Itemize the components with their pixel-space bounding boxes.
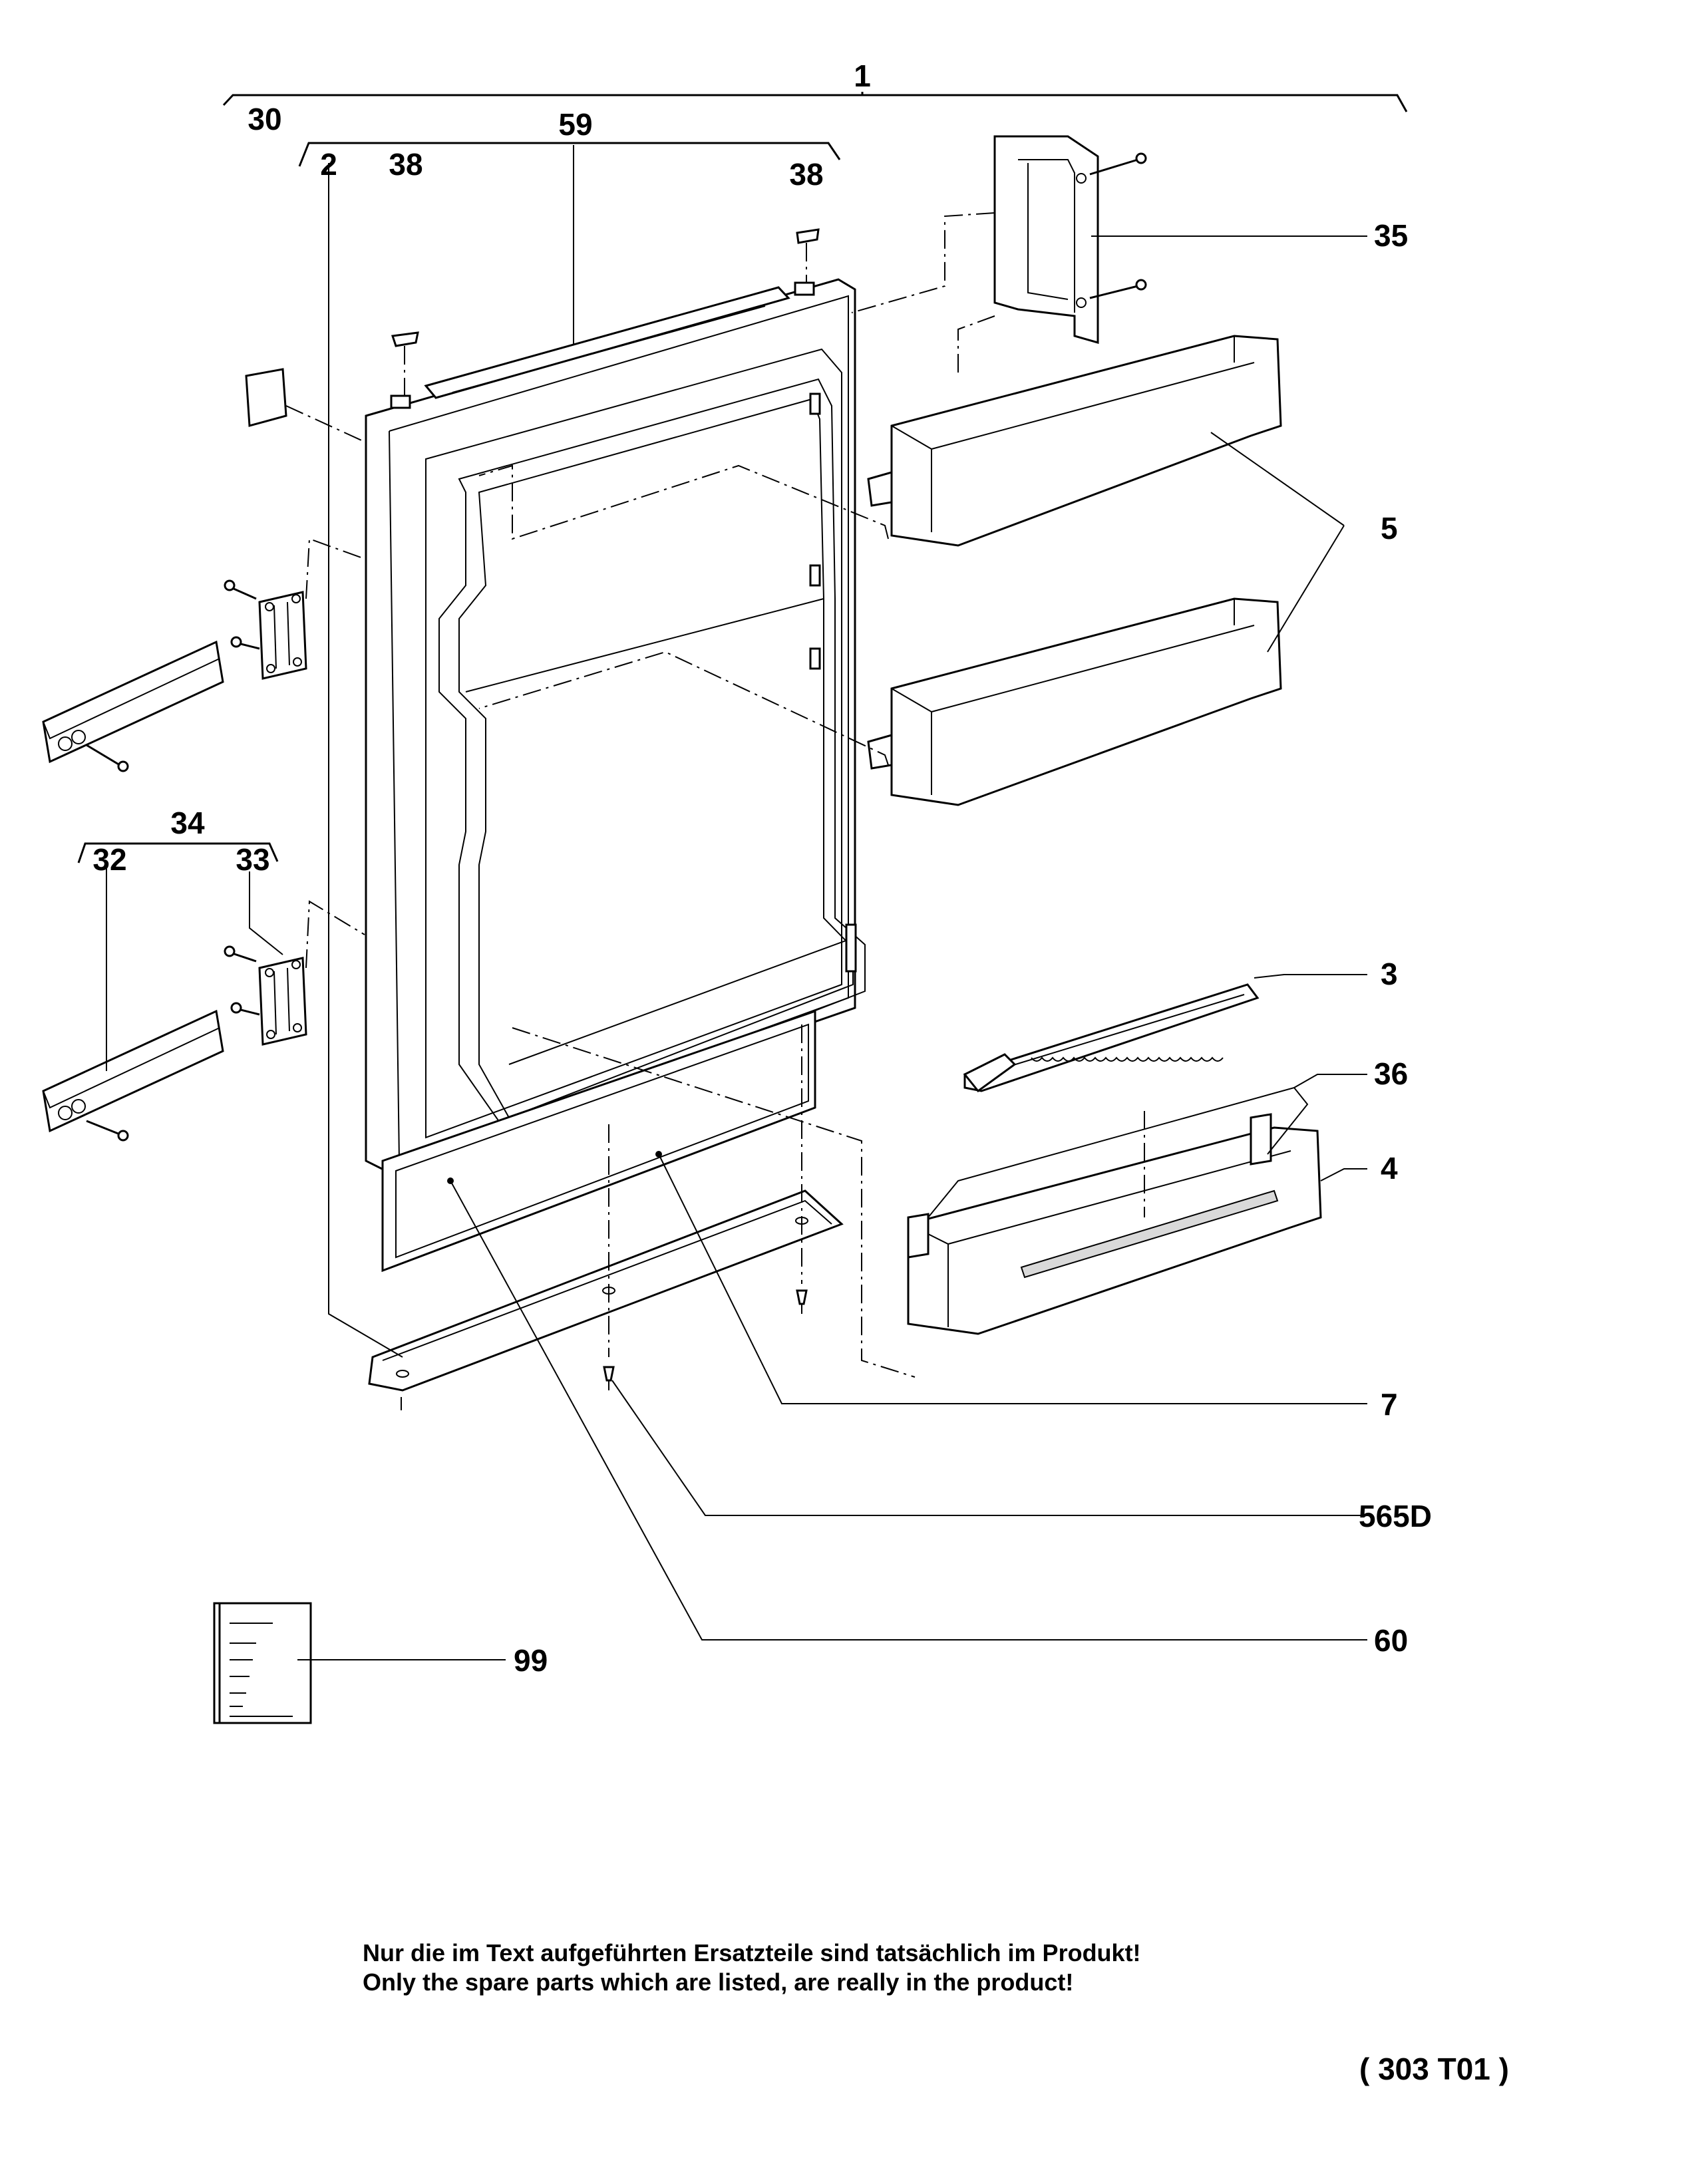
notice-german: Nur die im Text aufgeführten Ersatzteile…	[363, 1939, 1141, 1966]
callout-35: 35	[1374, 218, 1408, 253]
instruction-manual-99	[213, 1602, 312, 1724]
callout-2: 2	[320, 147, 337, 182]
callout-32: 32	[92, 842, 126, 877]
door-handle-35	[851, 135, 1147, 344]
drawing-reference: ( 303 T01 )	[1359, 2052, 1509, 2086]
callout-36: 36	[1374, 1056, 1408, 1091]
hinge-cover-plate-32	[42, 863, 224, 1142]
screw-565d	[603, 1366, 615, 1390]
hinge-upper	[224, 538, 365, 680]
callout-565d: 565D	[1359, 1499, 1432, 1533]
callout-34: 34	[170, 806, 205, 840]
callout-7: 7	[1381, 1387, 1398, 1422]
door-shelf-4	[907, 1113, 1322, 1335]
callout-3: 3	[1381, 957, 1398, 991]
screw-565d-right	[796, 1289, 808, 1314]
leader-lines	[297, 235, 1367, 1660]
callout-59: 59	[558, 107, 592, 142]
callout-5: 5	[1381, 511, 1398, 546]
door-plate-60	[381, 1009, 816, 1273]
door-shelf-5-lower	[478, 597, 1282, 806]
callout-4: 4	[1381, 1151, 1398, 1185]
bracket-hinge-set-34	[77, 842, 279, 863]
callout-30: 30	[248, 102, 281, 136]
retainer-clip-3	[963, 983, 1260, 1093]
callout-38-right: 38	[789, 157, 823, 192]
callout-1: 1	[854, 59, 871, 93]
notice-english: Only the spare parts which are listed, a…	[363, 1968, 1073, 1996]
cap-38-right	[796, 228, 820, 283]
cover-30	[245, 368, 367, 443]
callout-60: 60	[1374, 1623, 1408, 1658]
callout-99: 99	[514, 1643, 548, 1678]
hinge-33	[224, 871, 365, 1046]
cap-38-left	[391, 331, 419, 399]
bottom-rail-2	[368, 1189, 844, 1392]
bracket-assembly-1	[222, 92, 1408, 112]
door-shelf-5-upper	[478, 315, 1282, 547]
hinge-cover-plate-upper	[42, 640, 224, 772]
callout-33: 33	[236, 842, 269, 877]
door-panel-59	[365, 278, 866, 1172]
callout-38-left: 38	[389, 147, 423, 182]
bracket-door-panel-59	[298, 142, 841, 346]
